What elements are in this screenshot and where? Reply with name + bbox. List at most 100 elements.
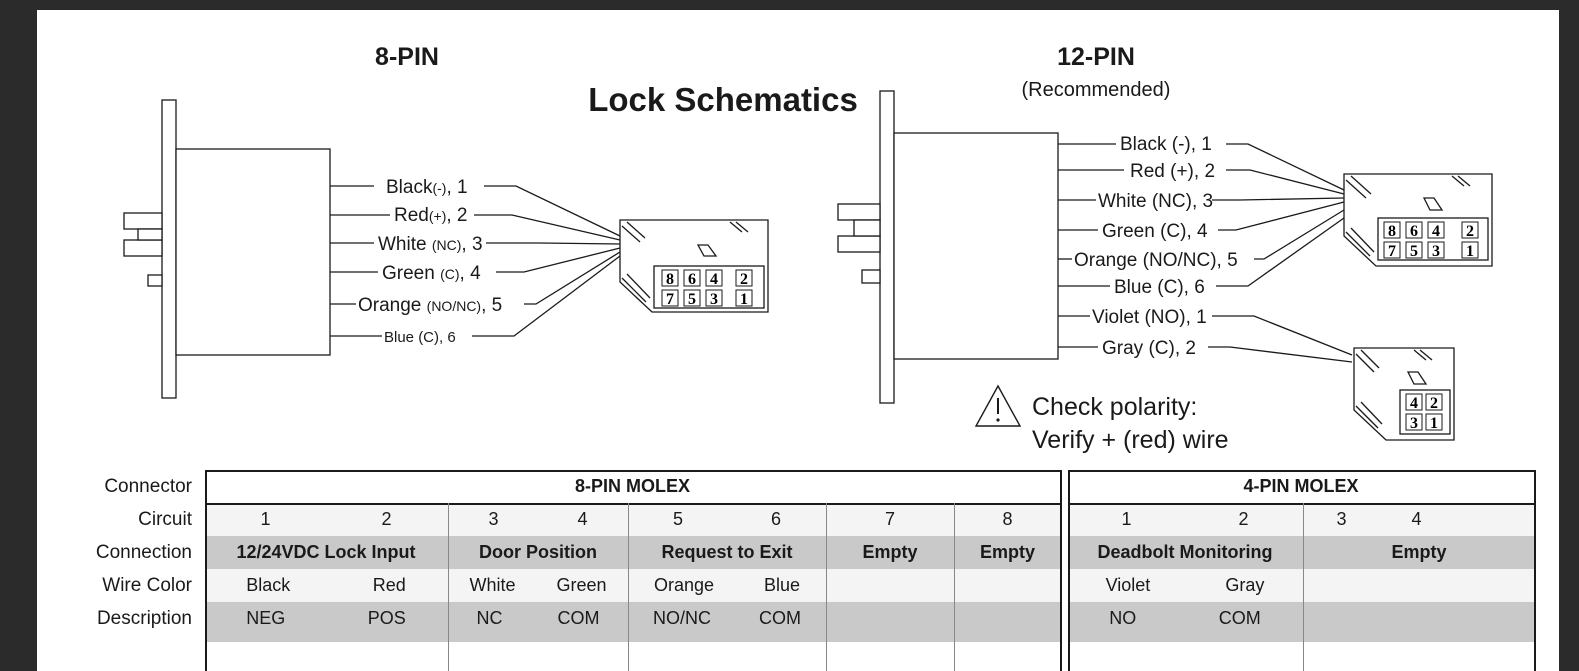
row-circuit: Circuit: [37, 503, 1559, 536]
right-wire-label: Blue (C), 6: [1114, 277, 1205, 298]
svg-text:8: 8: [666, 271, 674, 288]
right-wire-label: Orange (NO/NC), 5: [1074, 250, 1238, 271]
connection-cell: Empty: [979, 542, 1035, 562]
left-bolt-link: [137, 228, 163, 241]
schematic-title: Lock Schematics: [588, 81, 858, 118]
right-wire-labels: Black (-), 1 Red (+), 2 White (NC), 3 Gr…: [1074, 134, 1238, 359]
svg-text:7: 7: [1388, 243, 1396, 260]
warning-line-1: Check polarity:: [1032, 393, 1197, 421]
top-banner: [0, 0, 1579, 10]
row-connector: Connector: [37, 470, 1559, 503]
svg-text:5: 5: [1410, 243, 1418, 260]
svg-text:2: 2: [1466, 223, 1474, 240]
right-wire-label: Gray (C), 2: [1102, 338, 1196, 359]
svg-text:3: 3: [1432, 243, 1440, 260]
left-bolt-lower: [123, 239, 163, 257]
circuit-cell: 8: [1002, 509, 1013, 529]
right-housing: [893, 132, 1059, 360]
right-subheading: (Recommended): [1022, 79, 1171, 101]
right-8pin-connector: [1343, 173, 1493, 267]
connector-header-8pin: 8-PIN MOLEX: [574, 476, 690, 496]
left-wire-label: White (NC), 3: [378, 234, 483, 255]
svg-text:1: 1: [1430, 415, 1438, 432]
connection-cell: Empty: [862, 542, 918, 562]
svg-text:6: 6: [688, 271, 696, 288]
left-wire-label: Black(-), 1: [386, 177, 468, 198]
left-wire-label: Blue (C), 6: [384, 329, 456, 346]
left-heading: 8-PIN: [375, 43, 439, 71]
right-heading: 12-PIN: [1057, 43, 1135, 71]
svg-text:2: 2: [1430, 395, 1438, 412]
svg-text:1: 1: [740, 291, 748, 308]
svg-text:5: 5: [688, 291, 696, 308]
right-wire-label: Violet (NO), 1: [1092, 307, 1207, 328]
right-wire-label: White (NC), 3: [1098, 191, 1213, 212]
connection-cell: Empty: [1391, 542, 1447, 562]
circuit-cell: 7: [884, 509, 895, 529]
row-description: Description: [37, 602, 1559, 635]
right-wire-label: Red (+), 2: [1130, 161, 1215, 182]
svg-text:6: 6: [1410, 223, 1418, 240]
svg-text:7: 7: [666, 291, 674, 308]
right-faceplate: [879, 90, 895, 404]
right-bolt-upper: [837, 203, 881, 221]
left-8pin-connector: [619, 219, 769, 313]
left-faceplate: [161, 99, 177, 399]
row-connection: Connection: [37, 536, 1559, 569]
right-small-pin-grid: 4 2 3 1: [1405, 393, 1443, 432]
left-housing: [175, 148, 331, 356]
row-label-connector: Connector: [104, 476, 192, 497]
right-bolt-link: [853, 219, 881, 237]
right-wire-label: Green (C), 4: [1102, 221, 1208, 242]
left-pin-grid: 8 6 4 2 7 5 3 1: [661, 269, 753, 308]
right-pin-grid: 8 6 4 2 7 5 3 1: [1383, 221, 1479, 260]
connection-cell: Request to Exit: [661, 542, 793, 562]
right-bolt-lower: [837, 235, 881, 253]
left-wires: [330, 185, 621, 337]
left-wire-label: Green (C), 4: [382, 263, 481, 284]
svg-text:4: 4: [1410, 395, 1418, 412]
row-label-wire-color: Wire Color: [102, 575, 192, 596]
right-wire-label: Black (-), 1: [1120, 134, 1212, 155]
right-tab: [861, 269, 881, 284]
svg-text:2: 2: [740, 271, 748, 288]
connector-header-4pin: 4-PIN MOLEX: [1243, 476, 1359, 496]
svg-text:8: 8: [1388, 223, 1396, 240]
right-wires: [1058, 143, 1353, 363]
left-bolt-upper: [123, 212, 163, 230]
svg-text:3: 3: [1410, 415, 1418, 432]
right-lock-body: [837, 90, 1059, 404]
warning-line-2: Verify + (red) wire: [1032, 426, 1229, 454]
connection-cell: 12/24VDC Lock Input: [236, 542, 416, 562]
left-lock-body: [123, 99, 331, 399]
row-label-circuit: Circuit: [138, 509, 192, 530]
right-4pin-connector: [1353, 347, 1455, 441]
pin-table: Connector Circuit Connection Wire Color …: [37, 470, 1559, 671]
svg-text:4: 4: [1432, 223, 1440, 240]
row-label-connection: Connection: [95, 542, 192, 563]
connection-cell: Deadbolt Monitoring: [1097, 542, 1273, 562]
row-label-description: Description: [96, 608, 192, 629]
row-wire-color: Wire Color: [37, 569, 1559, 602]
warning-triangle-icon: [974, 384, 1022, 427]
left-wire-labels: Black(-), 1 Red(+), 2 White (NC), 3 Gree…: [358, 177, 502, 346]
left-tab: [147, 274, 163, 287]
svg-text:1: 1: [1466, 243, 1474, 260]
left-wire-label: Red(+), 2: [394, 205, 467, 226]
svg-text:4: 4: [710, 271, 718, 288]
connection-cell: Door Position: [479, 542, 597, 562]
